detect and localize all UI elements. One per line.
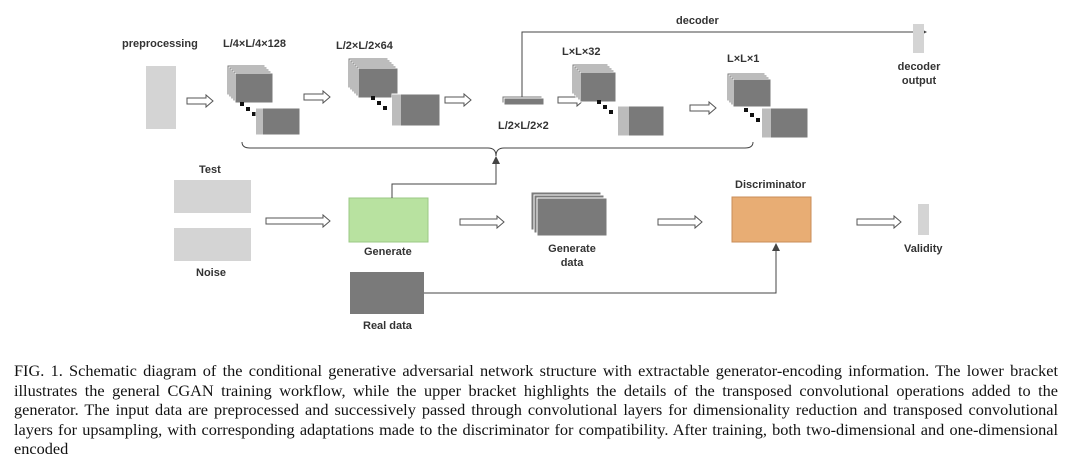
arrow-preprocess-to-layer1 — [186, 93, 214, 109]
layer4-stack-a-sheet — [579, 71, 617, 103]
arrow-inputs-to-generator — [265, 213, 331, 229]
real-data-label: Real data — [363, 320, 412, 332]
generate-data-label-line1: Generate — [548, 243, 596, 255]
layer2-dots — [383, 106, 387, 110]
generate-data-label-line2: data — [560, 257, 584, 269]
arrow-data-to-discriminator — [657, 214, 703, 230]
test-block — [174, 180, 251, 213]
decoder-output-label-line2: output — [901, 75, 937, 87]
real-data-to-discriminator-line — [424, 243, 780, 294]
layer1-dots — [240, 102, 244, 106]
layer5-dots — [756, 118, 760, 122]
layer-4-label: L×L×32 — [562, 46, 601, 58]
arrow-layer1-to-layer2 — [303, 89, 331, 105]
discriminator-block — [731, 196, 812, 243]
test-label: Test — [199, 164, 221, 176]
noise-block — [174, 228, 251, 261]
arrow-layer2-to-layer3 — [444, 92, 472, 108]
layer5-dots — [744, 108, 748, 112]
validity-label: Validity — [904, 243, 943, 255]
figure-caption: FIG. 1. Schematic diagram of the conditi… — [14, 361, 1058, 458]
layer1-dots — [246, 107, 250, 111]
generate-data-stack-sheet — [536, 197, 608, 237]
layer-3-label: L/2×L/2×2 — [498, 120, 549, 132]
noise-label: Noise — [196, 267, 226, 279]
layer2-dots — [377, 101, 381, 105]
layer2-dots — [371, 96, 375, 100]
layer4-dots — [609, 110, 613, 114]
layer5-dots — [750, 113, 754, 117]
layer2-stack-a-sheet — [357, 67, 399, 99]
decoder-output-block — [913, 24, 924, 53]
decoder-label: decoder — [676, 15, 719, 27]
layer3-block-sheet — [503, 97, 545, 106]
generator-to-bracket-line — [391, 156, 500, 198]
layer5-stack-b-sheet — [769, 107, 809, 139]
preprocessing-block — [146, 66, 176, 129]
generate-label: Generate — [364, 246, 412, 258]
layer1-dots — [252, 112, 256, 116]
upper-bracket — [241, 141, 754, 157]
layer-2-label: L/2×L/2×64 — [336, 40, 393, 52]
arrow-generator-to-data — [459, 214, 505, 230]
decoder-line — [521, 28, 927, 97]
layer-5-label: L×L×1 — [727, 53, 760, 65]
layer2-stack-b-sheet — [399, 93, 441, 127]
arrow-discriminator-to-validity — [856, 214, 902, 230]
layer4-dots — [603, 105, 607, 109]
layer1-stack-b-sheet — [261, 107, 301, 136]
layer4-stack-b-sheet — [627, 105, 665, 137]
layer5-stack-a-sheet — [732, 78, 772, 108]
cgan-diagram: preprocessing L/4×L/4×128 L/2×L/2×64 L/2… — [122, 15, 943, 332]
arrow-layer4-to-layer5 — [689, 100, 717, 116]
generator-block — [348, 197, 429, 243]
layer4-dots — [597, 100, 601, 104]
preprocessing-label: preprocessing — [122, 38, 198, 50]
layer1-stack-a-sheet — [234, 72, 274, 104]
layer-1-label: L/4×L/4×128 — [223, 38, 286, 50]
diagram-graphics — [146, 24, 929, 314]
decoder-output-label-line1: decoder — [897, 61, 941, 73]
validity-block — [918, 204, 929, 235]
real-data-block — [350, 272, 424, 314]
discriminator-label: Discriminator — [735, 179, 806, 191]
